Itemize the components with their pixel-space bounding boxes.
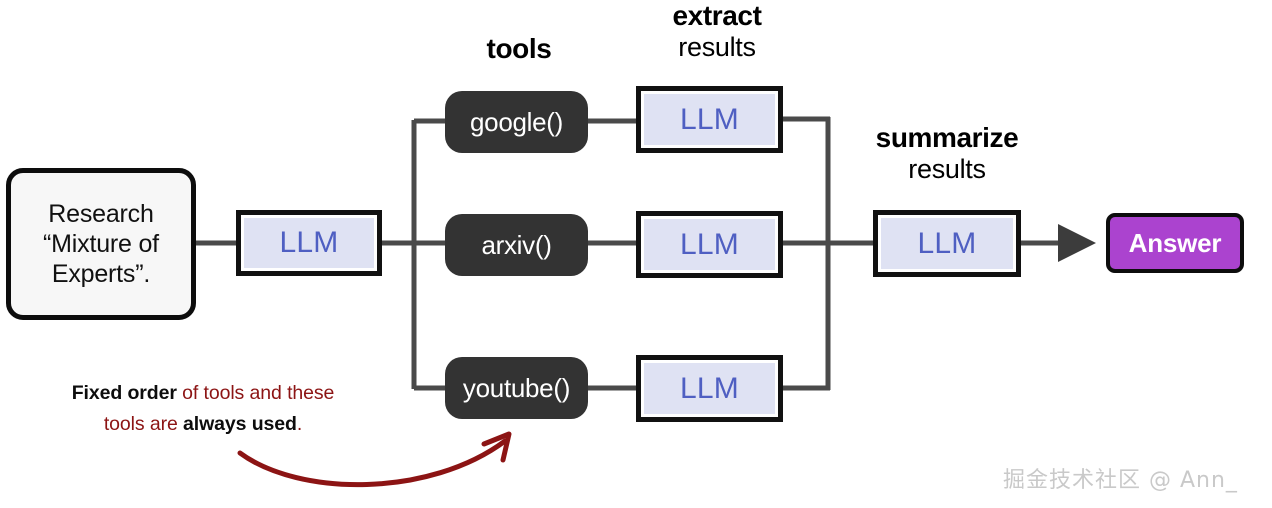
caption-summarize-line1: summarize (875, 122, 1019, 153)
branch-llm-arxiv: LLM (636, 211, 783, 278)
tool-label-google: google() (470, 106, 563, 137)
router-llm-box: LLM (236, 210, 382, 276)
annotation-bold-2: always used (183, 412, 297, 435)
tool-box-google[interactable]: google() (445, 91, 588, 153)
caption-extract-line1: extract (672, 0, 762, 31)
caption-tools-line1: tools (486, 33, 552, 64)
callout-arrow (237, 431, 512, 488)
router-llm-label: LLM (279, 226, 339, 259)
tool-label-arxiv: arxiv() (481, 229, 552, 260)
watermark: 掘金技术社区 @ Ann_ (1003, 462, 1238, 494)
branch-llm-google: LLM (636, 86, 783, 153)
annotation-bold-1: Fixed order (71, 382, 177, 404)
prompt-box: Research “Mixture of Experts”. (6, 168, 196, 320)
summarize-llm-box: LLM (873, 210, 1021, 277)
answer-label: Answer (1128, 227, 1222, 258)
caption-summarize-results: summarize results (848, 122, 1046, 185)
summarize-llm-label: LLM (917, 226, 977, 260)
annotation-fixed-order: Fixed order of tools and these tools are… (8, 378, 398, 440)
caption-extract-line2: results (678, 31, 756, 62)
branch-llm-youtube: LLM (636, 355, 783, 422)
caption-tools: tools (420, 33, 618, 65)
annotation-red-1: of tools and these (176, 382, 335, 404)
tool-label-youtube: youtube() (462, 372, 571, 403)
answer-box: Answer (1106, 213, 1244, 273)
annotation-red-3: . (296, 412, 303, 435)
answer-arrowhead (1058, 224, 1096, 262)
watermark-text: 掘金技术社区 @ Ann_ (1003, 468, 1238, 493)
branch-llm-label-youtube: LLM (680, 371, 739, 405)
branch-llm-label-arxiv: LLM (680, 227, 739, 261)
tool-box-youtube[interactable]: youtube() (445, 357, 588, 419)
tool-box-arxiv[interactable]: arxiv() (445, 214, 588, 276)
caption-summarize-line2: results (908, 153, 986, 184)
branch-llm-label-google: LLM (680, 102, 739, 136)
caption-extract-results: extract results (618, 0, 816, 63)
prompt-text: Research “Mixture of Experts”. (43, 200, 159, 288)
annotation-red-2: tools are (103, 412, 184, 435)
